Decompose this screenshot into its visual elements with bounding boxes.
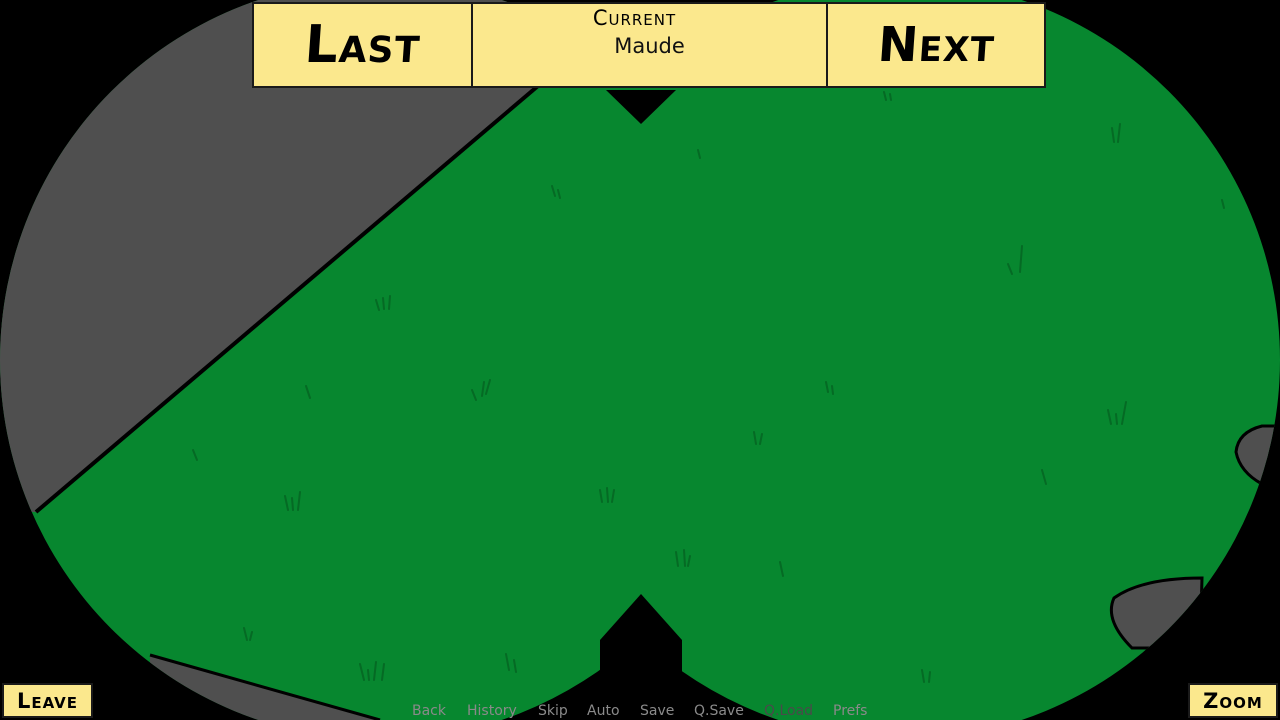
grass-tuft-icon bbox=[305, 385, 311, 399]
quick-menu: Back History Skip Auto Save Q.Save Q.Loa… bbox=[0, 700, 1280, 720]
grass-tuft-icon bbox=[1111, 123, 1121, 143]
road-area bbox=[0, 0, 580, 512]
grass-tuft-icon bbox=[505, 653, 517, 673]
grass-tuft-icon bbox=[753, 431, 763, 445]
grass-tuft-icon bbox=[551, 185, 561, 199]
lens-notch-top bbox=[606, 90, 676, 124]
road-edge bbox=[34, 50, 580, 514]
grass-tuft-icon bbox=[779, 561, 784, 577]
quick-menu-history[interactable]: History bbox=[467, 703, 517, 719]
last-button-label: Last bbox=[302, 15, 423, 75]
grass-tuft-icon bbox=[697, 149, 701, 159]
road-corner-edge bbox=[149, 653, 381, 720]
quick-menu-qsave[interactable]: Q.Save bbox=[694, 703, 744, 719]
grass-tuft-icon bbox=[1007, 245, 1023, 275]
current-character-name: Maude bbox=[614, 34, 685, 58]
zoom-button[interactable]: Zoom bbox=[1188, 683, 1278, 718]
grass-tuft-icon bbox=[243, 627, 253, 641]
grass-tuft-icon bbox=[1041, 469, 1047, 485]
grass-tuft-icon bbox=[825, 381, 834, 395]
quick-menu-save[interactable]: Save bbox=[640, 703, 675, 719]
leave-button[interactable]: Leave bbox=[2, 683, 93, 718]
lens-notch-bottom bbox=[600, 594, 682, 720]
next-button-label: Next bbox=[875, 17, 997, 73]
quick-menu-auto[interactable]: Auto bbox=[587, 703, 620, 719]
grass-tuft-icon bbox=[1107, 401, 1127, 425]
grass-tuft-icon bbox=[675, 549, 691, 567]
grass-tuft-icon bbox=[921, 669, 931, 683]
grass-tufts bbox=[192, 91, 1225, 683]
grass-tuft-icon bbox=[883, 91, 892, 101]
current-label: Current bbox=[592, 6, 677, 30]
quick-menu-back[interactable]: Back bbox=[412, 703, 446, 719]
grass-tuft-icon bbox=[359, 661, 385, 681]
grass-tuft-icon bbox=[599, 487, 615, 503]
grass-tuft-icon bbox=[1221, 199, 1225, 209]
grass-tuft-icon bbox=[375, 295, 391, 311]
current-panel: Current Maude bbox=[471, 2, 828, 88]
next-button[interactable]: Next bbox=[826, 2, 1046, 88]
quick-menu-prefs[interactable]: Prefs bbox=[833, 703, 868, 719]
grass-tuft-icon bbox=[471, 379, 491, 401]
quick-menu-skip[interactable]: Skip bbox=[538, 703, 568, 719]
grass-tuft-icon bbox=[284, 491, 301, 511]
quick-menu-qload: Q.Load bbox=[764, 703, 814, 719]
leave-button-label: Leave bbox=[16, 688, 79, 713]
last-button[interactable]: Last bbox=[252, 2, 473, 88]
grass-tuft-icon bbox=[192, 449, 198, 461]
zoom-button-label: Zoom bbox=[1203, 688, 1263, 713]
